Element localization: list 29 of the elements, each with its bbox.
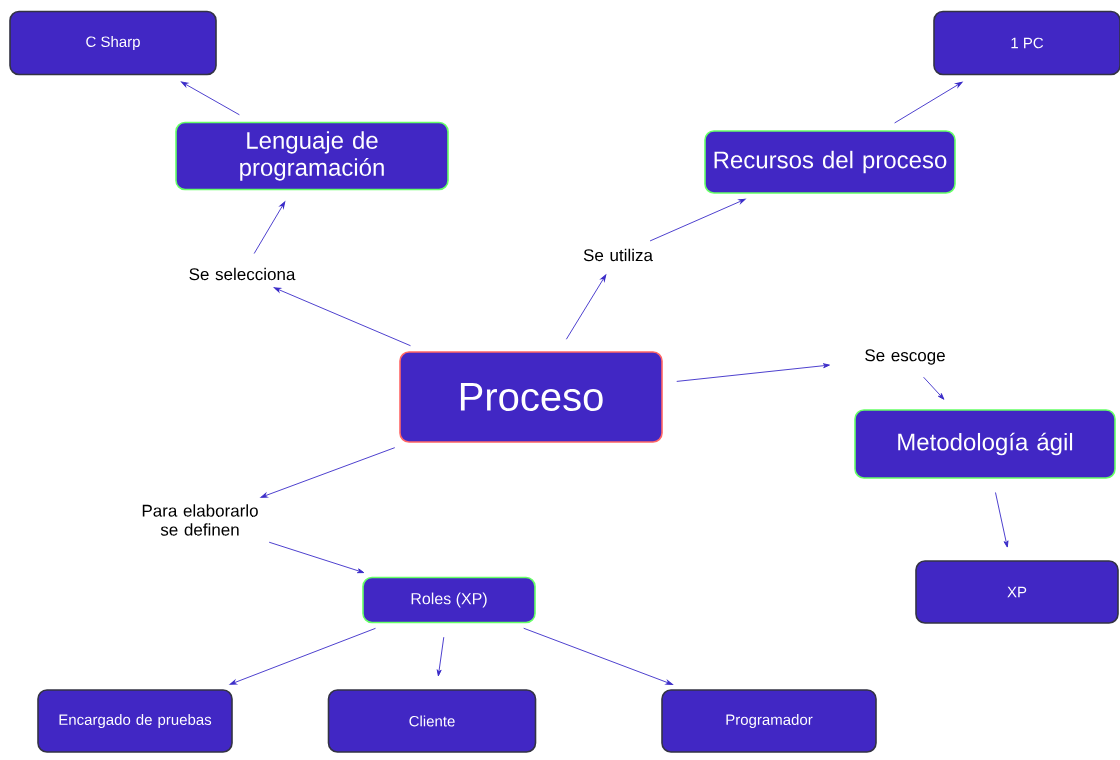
arrow (676, 363, 830, 382)
arrow (923, 376, 945, 400)
arrow (253, 201, 286, 254)
linking-phrase: Se utiliza (583, 248, 653, 262)
concept-box: Encargado de pruebas (37, 689, 233, 753)
arrow (260, 447, 396, 498)
arrow (523, 627, 673, 685)
linking-phrase: Para elaborarlo se definen (142, 504, 258, 536)
arrow (436, 636, 445, 677)
concept-box: Recursos del proceso (704, 130, 956, 194)
arrow (273, 287, 411, 347)
concept-box: Lenguaje de programación (175, 121, 449, 191)
arrow (894, 81, 963, 124)
concept-box: Proceso (399, 351, 663, 443)
concept-box: C Sharp (9, 10, 217, 76)
concept-box: Roles (XP) (362, 576, 536, 624)
concept-box: XP (915, 560, 1119, 624)
arrow (229, 627, 376, 685)
concept-box: 1 PC (933, 10, 1120, 76)
arrow (268, 541, 365, 574)
concept-box: Metodología ágil (854, 409, 1116, 479)
linking-phrase: Se selecciona (189, 267, 296, 281)
arrow (649, 198, 746, 242)
arrow (995, 492, 1009, 548)
arrow (181, 81, 240, 116)
concept-box: Cliente (327, 689, 537, 753)
linking-phrase: Se escoge (865, 349, 945, 365)
arrow (565, 274, 607, 340)
concept-box: Programador (661, 689, 877, 753)
